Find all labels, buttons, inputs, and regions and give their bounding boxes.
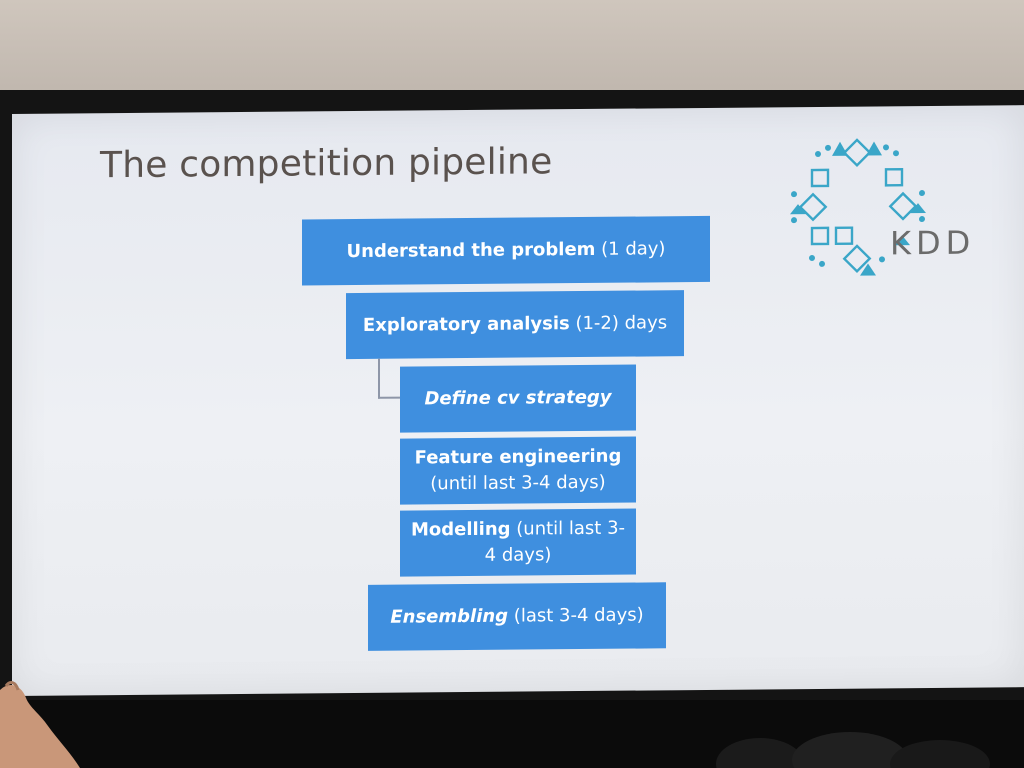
step-feature-engineering: Feature engineering(until last 3-4 days) bbox=[400, 436, 636, 505]
step-label: Feature engineering bbox=[414, 445, 622, 469]
step-ensembling: Ensembling (last 3-4 days) bbox=[368, 582, 666, 651]
kdd-logo-text: KDD bbox=[890, 223, 976, 263]
projection-screen: The competition pipeline Understand the … bbox=[12, 105, 1024, 697]
step-exploratory-analysis: Exploratory analysis (1-2) days bbox=[346, 290, 684, 360]
step-detail: (1-2) days bbox=[569, 312, 668, 335]
kdd-logo-icon bbox=[790, 138, 926, 276]
step-detail: (last 3-4 days) bbox=[508, 604, 644, 627]
slide-title: The competition pipeline bbox=[100, 141, 553, 187]
step-understand-problem: Understand the problem (1 day) bbox=[302, 215, 710, 286]
wall bbox=[0, 0, 1024, 100]
step-define-cv-strategy: Define cv strategy bbox=[400, 364, 636, 433]
step-label: Modelling bbox=[410, 518, 511, 541]
step-label: Exploratory analysis bbox=[362, 313, 570, 336]
step-detail: (until last 3-4 days) bbox=[430, 471, 606, 495]
step-label: Define cv strategy bbox=[424, 386, 612, 410]
step-label: Understand the problem bbox=[346, 238, 596, 263]
audience-hand bbox=[0, 681, 80, 768]
step-modelling: Modelling (until last 3-4 days) bbox=[400, 508, 636, 577]
step-label: Ensembling bbox=[390, 605, 509, 628]
tree-connector bbox=[378, 358, 402, 399]
step-detail: (1 day) bbox=[595, 238, 666, 260]
audience-heads bbox=[716, 732, 990, 768]
